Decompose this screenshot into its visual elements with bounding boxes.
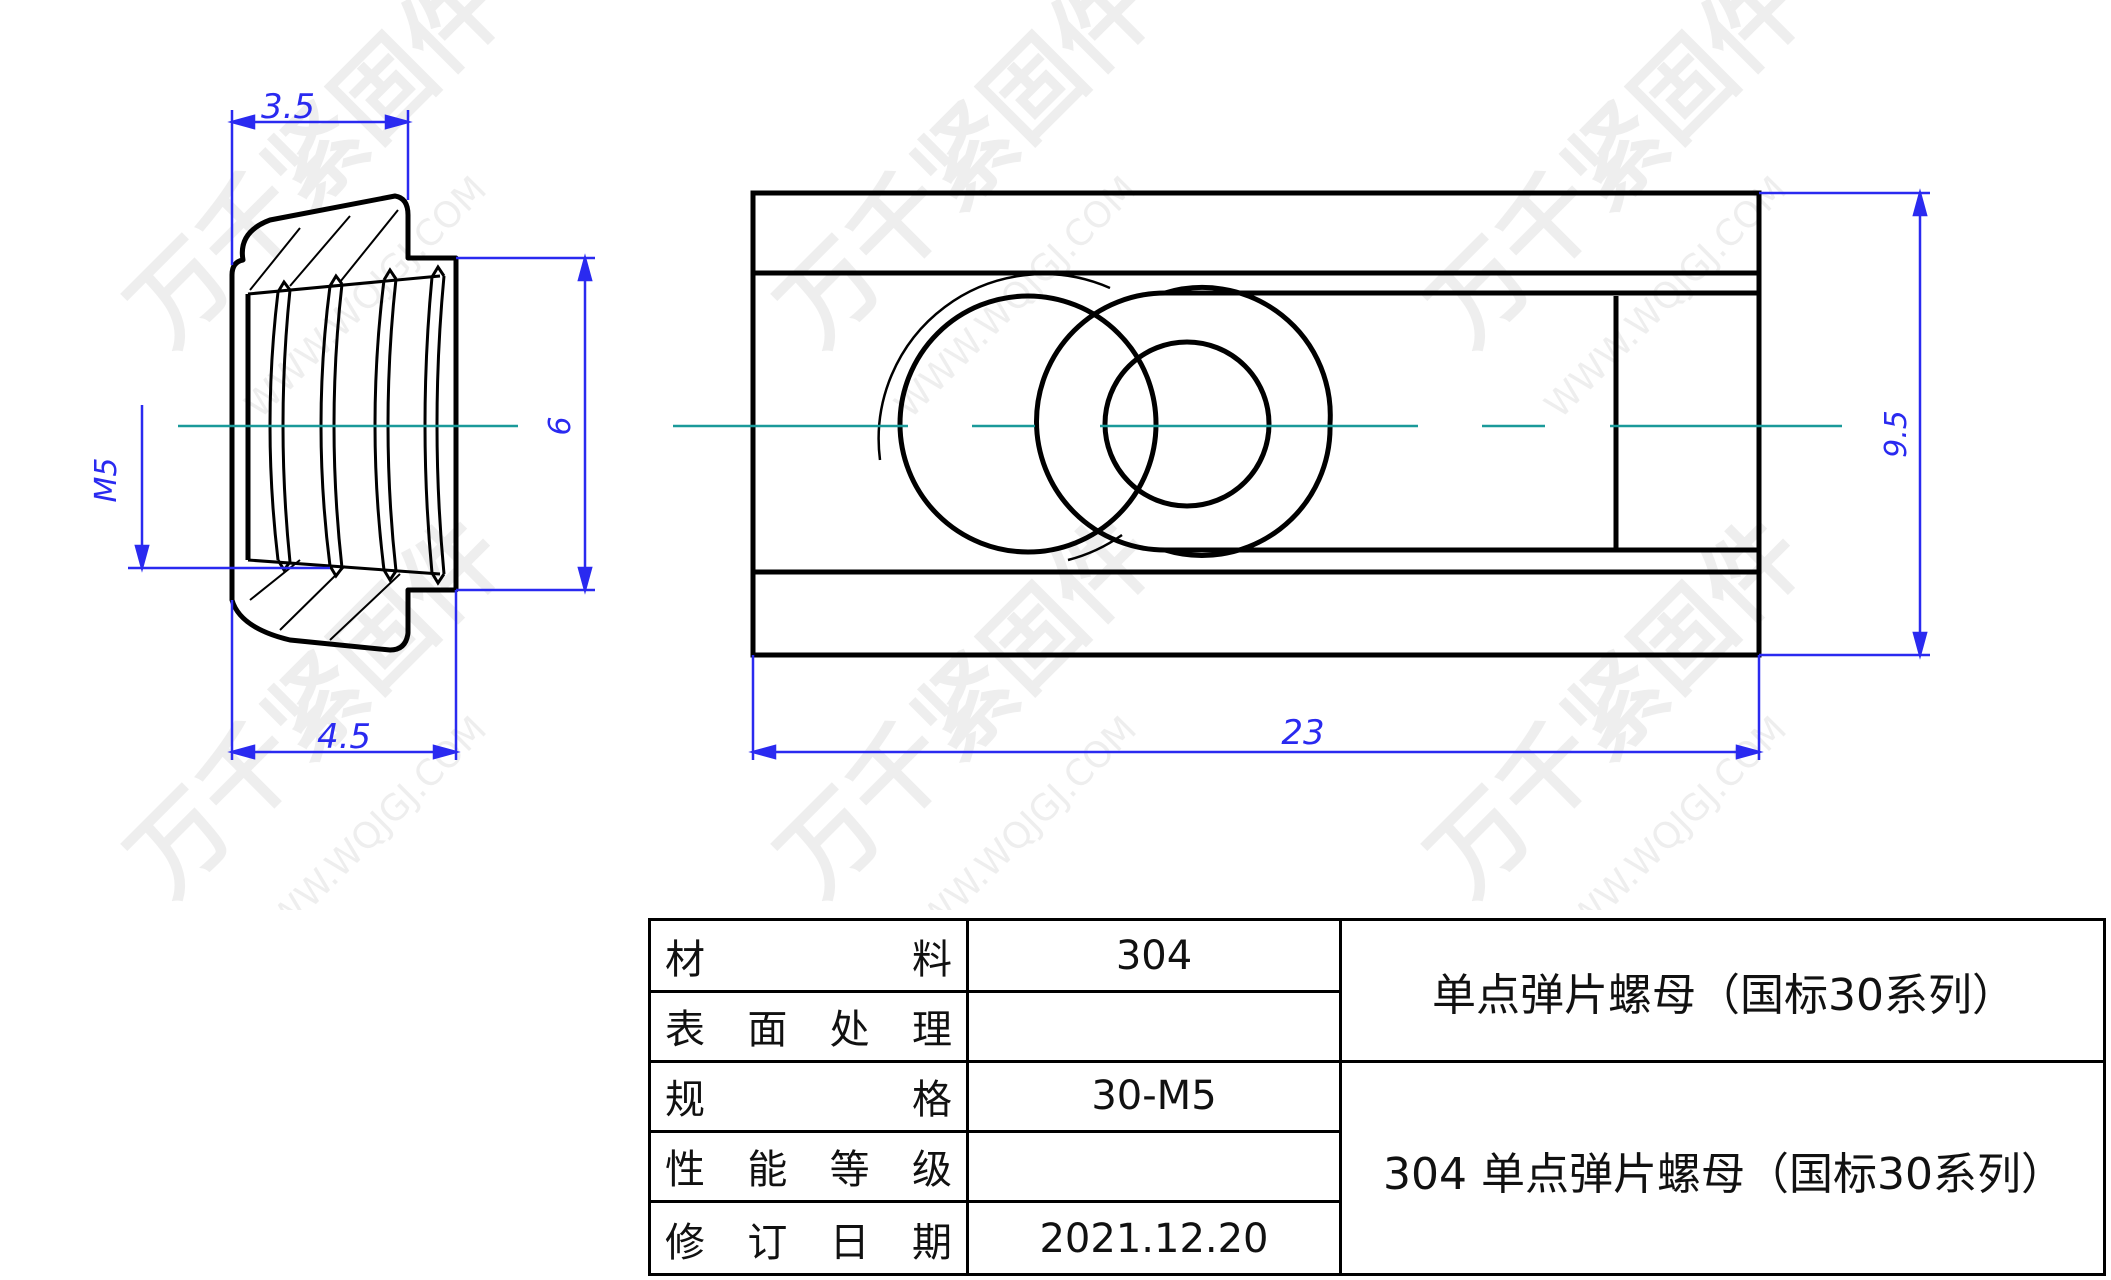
- product-full-name: 304 单点弹片螺母（国标30系列）: [1383, 1148, 2065, 1200]
- side-view-outline: [229, 193, 459, 653]
- front-view-nut-outer: [1034, 290, 1166, 553]
- watermark-group: 万千紧固件 WWW.WQJGJ.COM 万千紧固件 WWW.WQJGJ.COM …: [107, 0, 1826, 910]
- side-view-dimensions: [128, 110, 595, 760]
- label-performance-grade: 性 能 等 级: [665, 1147, 952, 1193]
- dim-side-bottom-width: 4.5: [317, 717, 371, 757]
- value-surface-treatment: [969, 991, 1339, 1061]
- dim-side-top-width: 3.5: [261, 87, 315, 127]
- title-block: 材 料 304 表 面 处 理 规 格 30-M5 性 能 等 级 修 订: [648, 918, 2106, 1276]
- value-performance-grade: [969, 1131, 1339, 1201]
- front-view-dimensions: [748, 188, 1930, 760]
- front-view-nut-outer-right: [1164, 284, 1333, 558]
- watermark-brand-6: 万千紧固件: [1407, 498, 1826, 910]
- front-view: [750, 190, 1762, 658]
- value-revision-date: 2021.12.20: [1039, 1215, 1269, 1262]
- dim-front-height: 9.5: [1879, 410, 1914, 458]
- value-specification: 30-M5: [1091, 1073, 1217, 1119]
- watermark-brand-5: 万千紧固件: [757, 498, 1176, 910]
- dim-thread: M5: [89, 458, 124, 503]
- side-view-hatch: [249, 209, 401, 641]
- front-view-outline: [750, 190, 1762, 658]
- label-material: 材 料: [665, 937, 952, 983]
- value-material: 304: [1115, 933, 1193, 979]
- dim-front-length: 23: [1281, 713, 1324, 753]
- label-surface-treatment: 表 面 处 理: [665, 1007, 952, 1053]
- watermark-brand-4: 万千紧固件: [107, 498, 526, 910]
- front-view-hole: [1102, 339, 1272, 509]
- dim-side-height: 6: [543, 416, 578, 435]
- product-name: 单点弹片螺母（国标30系列）: [1432, 969, 2016, 1021]
- label-specification: 规 格: [665, 1077, 952, 1123]
- front-view-spring-circle: [897, 293, 1159, 555]
- label-revision-date: 修 订 日 期: [665, 1219, 952, 1266]
- technical-drawing: 万千紧固件 WWW.WQJGJ.COM 万千紧固件 WWW.WQJGJ.COM …: [89, 0, 1930, 910]
- front-view-spring-arc: [877, 272, 1123, 562]
